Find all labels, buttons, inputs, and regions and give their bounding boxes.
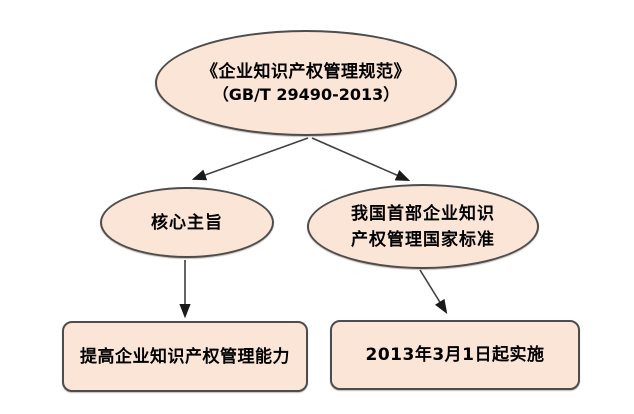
node-first-national-standard: 我国首部企业知识 产权管理国家标准	[307, 184, 539, 269]
core-purpose-text: 核心主旨	[151, 212, 223, 233]
node-core-purpose: 核心主旨	[100, 187, 274, 258]
first-standard-line2-text: 产权管理国家标准	[351, 229, 495, 250]
regulation-title-text: 《企业知识产权管理规范》	[201, 62, 411, 82]
arrow-first-standard-to-date	[419, 269, 448, 315]
first-standard-line1-text: 我国首部企业知识	[351, 203, 495, 224]
arrow-root-to-core	[191, 137, 309, 181]
node-improve-ability: 提高企业知识产权管理能力	[62, 321, 308, 392]
regulation-code-text: （GB/T 29490-2013）	[212, 85, 400, 104]
implementation-date-text: 2013年3月1日起实施	[365, 345, 545, 365]
improve-ability-text: 提高企业知识产权管理能力	[80, 346, 290, 367]
node-regulation-title: 《企业知识产权管理规范》 （GB/T 29490-2013）	[155, 30, 457, 136]
arrow-root-to-first-standard	[311, 137, 411, 181]
node-implementation-date: 2013年3月1日起实施	[330, 320, 580, 390]
